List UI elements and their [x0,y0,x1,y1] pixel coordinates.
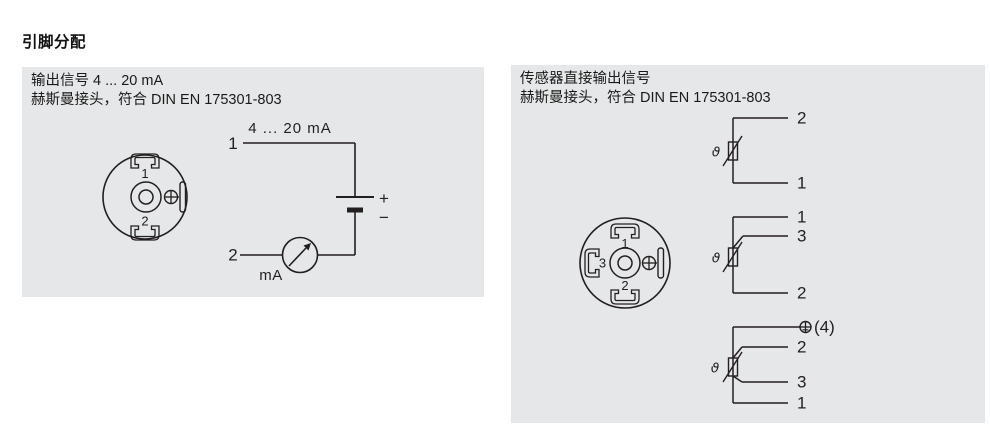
pin-label: 1 [797,208,806,227]
earth-pin-label: (4) [814,318,835,337]
connector-pin3-label: 3 [599,256,606,271]
pin1-contact-icon [610,223,640,239]
connector-pin1-label: 1 [621,236,628,251]
ammeter-label: mA [259,267,283,284]
sensor-diagram-2wire: ϑ 2 1 [712,109,807,193]
right-panel-header: 传感器直接输出信号 赫斯曼接头，符合 DIN EN 175301-803 [520,70,771,108]
pin-label: 1 [797,174,806,193]
sensor-diagram-4wire: (4) ϑ 2 3 1 [711,318,835,413]
theta-symbol: ϑ [712,251,721,267]
left-panel-header: 输出信号 4 ... 20 mA 赫斯曼接头，符合 DIN EN 175301-… [31,72,282,110]
connector-face-3pin-icon: 1 2 3 [579,217,671,309]
ammeter-icon [281,236,319,274]
pin1-contact-icon [130,153,160,169]
earth-contact-icon [163,181,187,213]
connector-pin2-label: 2 [621,278,628,293]
pin-label: 2 [797,284,806,303]
thermistor-icon [722,241,743,273]
pin3-contact-icon [584,248,600,278]
theta-symbol: ϑ [711,361,720,377]
circuit-pin1-label: 1 [228,134,237,153]
right-panel-diagram: 1 2 3 [579,109,835,413]
panel-output-signal: 输出信号 4 ... 20 mA 赫斯曼接头，符合 DIN EN 175301-… [22,67,484,297]
left-panel-diagram: 1 2 4 ... 20 mA [102,120,389,284]
theta-symbol: ϑ [712,145,721,161]
connector-pin1-label: 1 [141,166,148,181]
thermistor-icon [722,135,743,167]
pin-label: 1 [797,394,806,413]
pin-label: 3 [797,227,806,246]
pin-label: 2 [797,109,806,128]
pin2-contact-icon [130,225,160,241]
right-panel-header-line1: 传感器直接输出信号 [520,71,651,87]
connector-face-2pin-icon: 1 2 [102,153,188,241]
center-hub-icon [130,181,162,213]
left-panel-header-line1: 输出信号 4 ... 20 mA [31,73,164,89]
pin2-contact-icon [610,289,640,305]
center-hub-icon [609,247,641,279]
circuit-pin2-label: 2 [228,246,237,265]
sensor-diagram-3wire: ϑ 1 3 2 [712,208,807,303]
battery-icon [336,196,374,213]
connector-pin2-label: 2 [141,214,148,229]
output-circuit-diagram: 4 ... 20 mA 1 + − [228,120,389,284]
pin-label: 2 [797,338,806,357]
right-panel-header-line2: 赫斯曼接头，符合 DIN EN 175301-803 [520,90,771,106]
page-title: 引脚分配 [22,34,87,51]
circuit-range-label: 4 ... 20 mA [248,120,332,137]
left-panel-header-line2: 赫斯曼接头，符合 DIN EN 175301-803 [31,92,282,108]
earth-symbol-icon [799,320,812,334]
panel-sensor-direct: 传感器直接输出信号 赫斯曼接头，符合 DIN EN 175301-803 1 2… [511,65,985,423]
earth-contact-icon [641,247,665,279]
battery-minus-label: − [379,208,389,227]
pin-label: 3 [797,373,806,392]
battery-plus-label: + [379,189,389,208]
